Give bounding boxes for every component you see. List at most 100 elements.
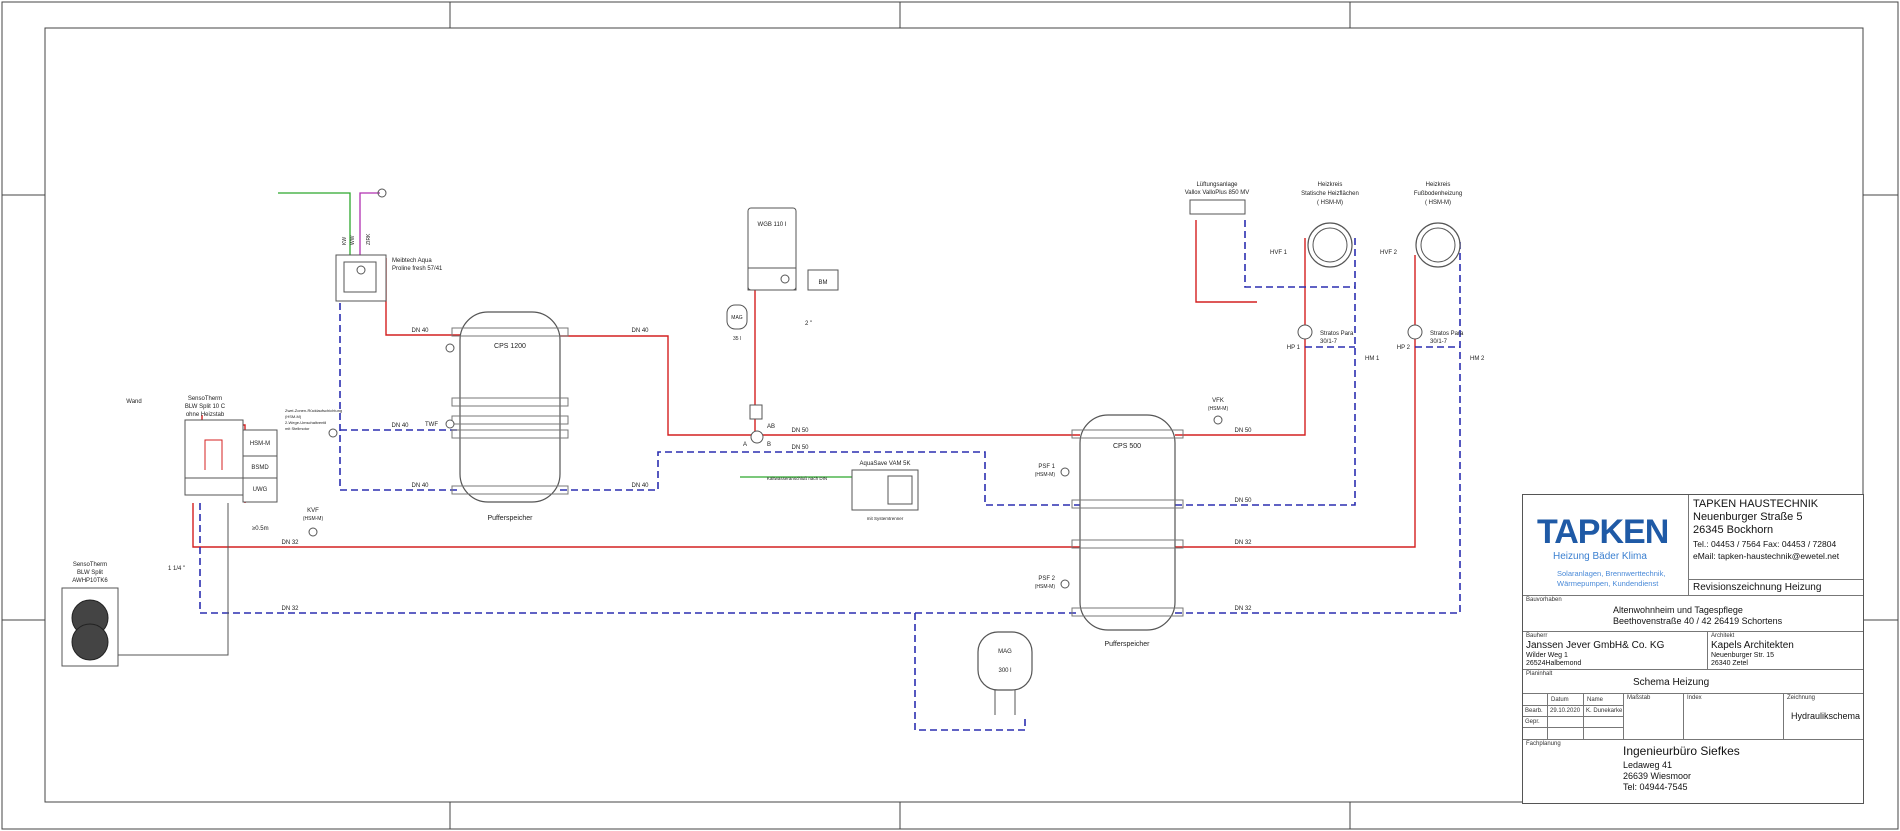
- buffer-tank-1: [451, 311, 569, 503]
- bauherr-street: Wilder Weg 1: [1526, 652, 1568, 659]
- dn-label: DN 32: [1234, 540, 1252, 546]
- hk2-label-2: Fußbodenheizung: [1414, 191, 1462, 197]
- hk2-label-1: Heizkreis: [1426, 182, 1451, 188]
- vfk-label-2: (HSM-M): [1208, 406, 1229, 412]
- psf1-label-2: (HSM-M): [1035, 472, 1056, 478]
- revision-grid: Datum Name Maßstab Index Zeichnung Hydra…: [1523, 693, 1863, 739]
- hot-water-line: [359, 192, 380, 255]
- port-ww: WW: [350, 235, 356, 245]
- pipe-vent-supply: [1195, 220, 1257, 303]
- twf-label: TWF: [425, 422, 438, 428]
- bauherr-city: 26524Halbemond: [1526, 660, 1582, 667]
- fachplanung-street: Ledaweg 41: [1623, 760, 1673, 770]
- sensor-symbols: [308, 343, 1223, 589]
- vent-label-1: Lüftungsanlage: [1196, 182, 1238, 188]
- module-hsmm: HSM-M: [250, 441, 270, 447]
- pipe-hp-return-dn32: [199, 503, 1080, 614]
- valve-size: 2 ": [805, 321, 812, 327]
- buffer2-caption: Pufferspeicher: [1104, 641, 1150, 648]
- bauvorhaben-label: Bauvorhaben: [1526, 597, 1562, 603]
- dn-label: DN 40: [411, 483, 429, 489]
- pipe-mag-large: [914, 613, 1026, 731]
- mag-small-label: MAG: [731, 315, 743, 321]
- psf2-label-2: (HSM-M): [1035, 584, 1056, 590]
- heat-pump-outdoor: [61, 587, 119, 667]
- pipe-hk2-return: [1175, 238, 1461, 614]
- dn-label: DN 40: [631, 483, 649, 489]
- aquasave-unit: [851, 469, 919, 511]
- buffer-tank-2: [1071, 414, 1184, 631]
- pipe-hp-supply-dn32: [192, 503, 1080, 548]
- company-phone: Tel.: 04453 / 7564 Fax: 04453 / 72804: [1693, 539, 1837, 549]
- mag-large-label: MAG: [998, 649, 1012, 655]
- hk2-label-3: ( HSM-M): [1425, 200, 1451, 206]
- architekt-name: Kapels Architekten: [1711, 640, 1794, 651]
- gepr-label: Gepr.: [1525, 719, 1540, 725]
- pipe-vent-return: [1244, 220, 1355, 288]
- dn-label: DN 40: [631, 328, 649, 334]
- bauvorhaben-2: Beethovenstraße 40 / 42 26419 Schortens: [1613, 616, 1783, 626]
- fresh-water-station: [335, 254, 387, 302]
- aquasave-name: AquaSave VAM 5K: [860, 461, 911, 467]
- hk1-label-3: ( HSM-M): [1317, 200, 1343, 206]
- hvf2: HVF 2: [1380, 250, 1398, 256]
- vent-label-2: Vallox ValloPlus 850 MV: [1185, 190, 1249, 196]
- col-name: Name: [1587, 697, 1604, 703]
- buffer1-name: CPS 1200: [494, 343, 526, 350]
- cold-water-note: Kaltwasseranschluß nach DIN: [767, 476, 827, 481]
- dn-label: DN 32: [281, 540, 299, 546]
- architekt-city: 26340 Zetel: [1711, 660, 1748, 667]
- heat-pump-indoor: [184, 419, 278, 503]
- fachplanung-label: Fachplanung: [1526, 741, 1561, 747]
- dim-05: ≥0.5m: [252, 526, 269, 532]
- heating-circuit-1: [1297, 222, 1353, 340]
- logo-services: Solaranlagen, Brennwerttechnik, Wärmepum…: [1557, 569, 1666, 588]
- bm-label: BM: [819, 280, 828, 286]
- hp-outdoor-2: BLW Split: [77, 570, 103, 576]
- bauherr-name: Janssen Jever GmbH& Co. KG: [1526, 640, 1665, 651]
- company-city: 26345 Bockhorn: [1693, 524, 1774, 536]
- pipe-hk1-return: [1175, 238, 1356, 506]
- hk1-pump-1: Stratos Para: [1320, 331, 1354, 337]
- return-pipes: [199, 220, 1461, 731]
- hp-indoor-2: BLW Split 10 C: [185, 404, 226, 410]
- boiler-unit: [747, 207, 839, 291]
- fachplanung-name: Ingenieurbüro Siefkes: [1623, 744, 1740, 758]
- dn-label: DN 40: [391, 423, 409, 429]
- logo-slogan: Heizung Bäder Klima: [1553, 551, 1647, 562]
- planinhalt-value: Schema Heizung: [1633, 677, 1710, 688]
- three-way-valve: [749, 404, 764, 444]
- hk2-pump-1: Stratos Para: [1430, 331, 1464, 337]
- zeichnung-label: Zeichnung: [1787, 695, 1816, 701]
- port-zirk: ZIRK: [366, 233, 372, 245]
- planinhalt-label: Planinhalt: [1526, 671, 1553, 677]
- kvf-label-1: KVF: [307, 508, 319, 514]
- dn-label: DN 40: [411, 328, 429, 334]
- wall-label: Wand: [126, 399, 141, 405]
- bearb-date: 29.10.2020: [1550, 708, 1581, 714]
- zone-note-2: (HSM-M): [285, 414, 302, 419]
- hp-indoor-3: ohne Heizstab: [186, 412, 225, 418]
- hvf1: HVF 1: [1270, 250, 1288, 256]
- station-name-2: Proline fresh 57/41: [392, 266, 443, 272]
- inner-border: [44, 27, 1864, 803]
- hp-outdoor-3: AWHP10TK6: [72, 578, 108, 584]
- module-uwg: UWG: [253, 487, 268, 493]
- mag-large-size: 300 l: [998, 668, 1011, 674]
- station-name-1: Meibtech Aqua: [392, 258, 432, 264]
- port-kw: KW: [342, 237, 348, 245]
- company-email: eMail: tapken-haustechnik@ewetel.net: [1693, 551, 1840, 561]
- buffer2-name: CPS 500: [1113, 443, 1141, 450]
- architekt-street: Neuenburger Str. 15: [1711, 652, 1775, 659]
- boiler-name: WGB 110 I: [758, 222, 787, 228]
- psf2-label-1: PSF 2: [1038, 576, 1055, 582]
- dn-label: DN 50: [1234, 428, 1252, 434]
- pipe-station-return: [339, 292, 460, 491]
- massstab-label: Maßstab: [1627, 695, 1651, 701]
- architekt-label: Architekt: [1711, 633, 1735, 639]
- drawing-title: Revisionszeichnung Heizung: [1693, 582, 1822, 593]
- bauherr-label: Bauherr: [1526, 633, 1548, 639]
